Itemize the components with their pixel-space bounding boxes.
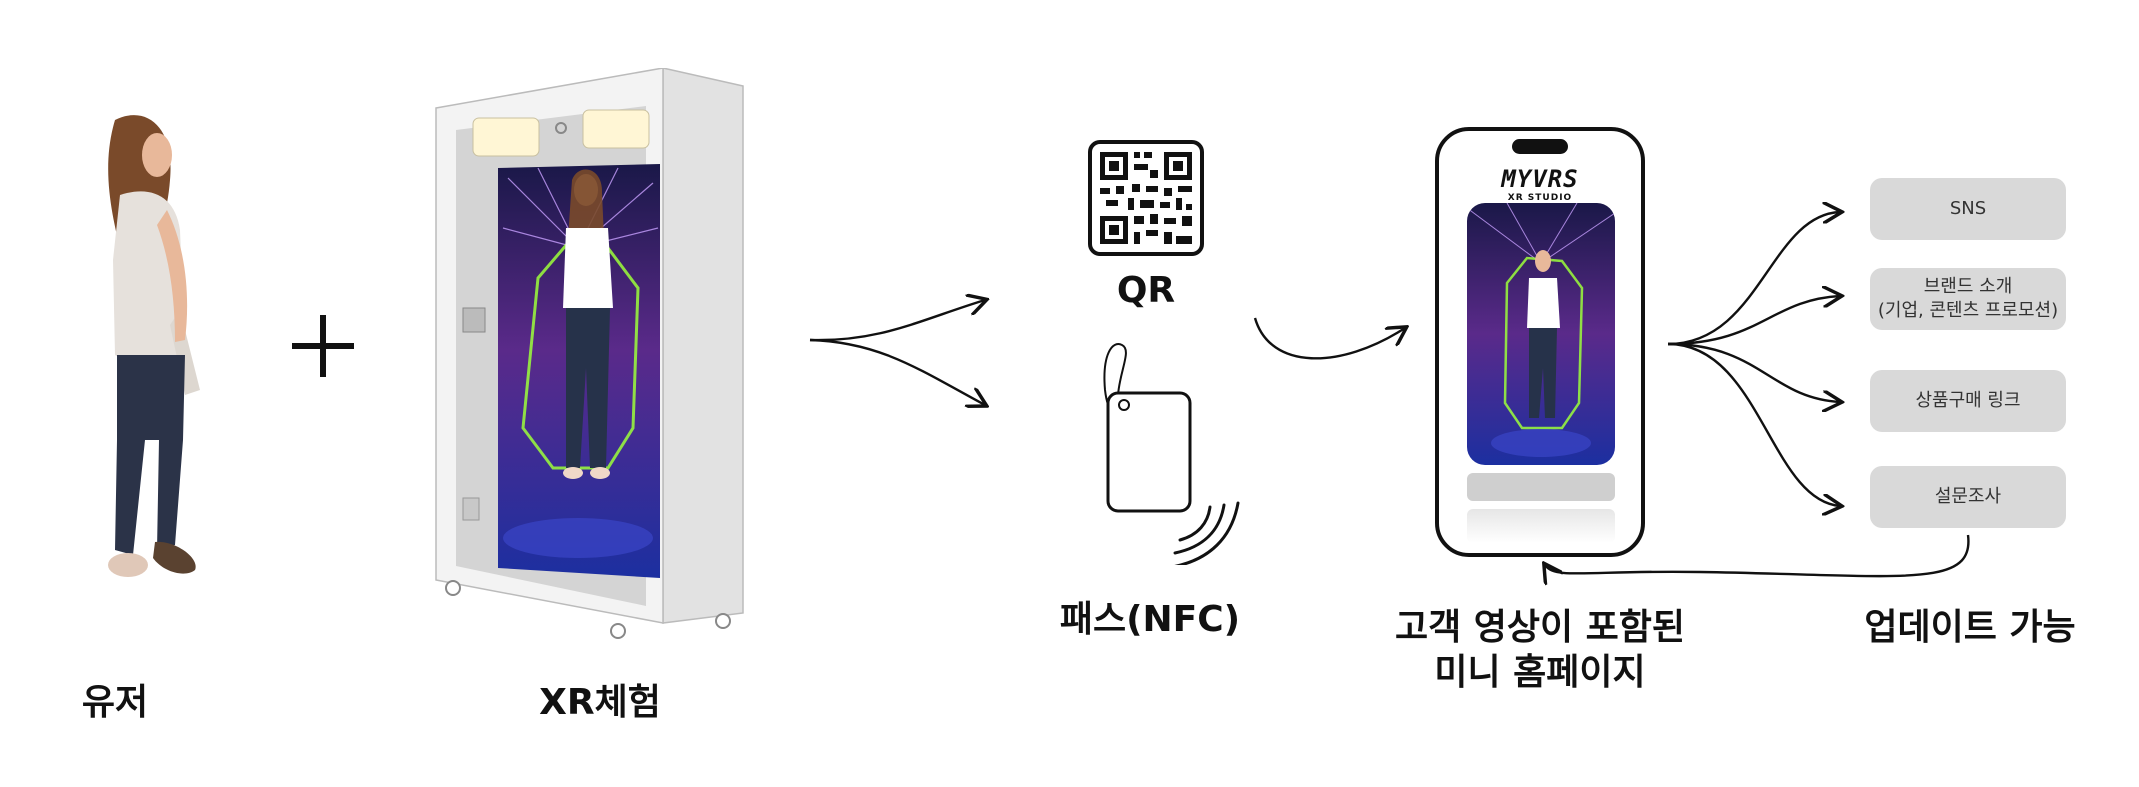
phone-brand: MYVRS xyxy=(1501,165,1579,193)
qr-code-icon xyxy=(1088,140,1204,256)
phone-notch xyxy=(1512,139,1568,154)
arrow-to-nfc xyxy=(809,338,985,405)
arrow-update-loop xyxy=(1545,534,1970,576)
arrow-to-brand xyxy=(1667,296,1840,346)
label-nfc: 패스(NFC) xyxy=(1059,599,1241,640)
phone-brand-sub: XR STUDIO xyxy=(1507,193,1573,203)
phone-video xyxy=(1467,203,1615,465)
label-xr: XR체험 xyxy=(539,682,661,723)
label-qr: QR xyxy=(1116,270,1176,311)
nfc-wave-icon xyxy=(1173,501,1240,565)
phone-placeholder-bar-faded xyxy=(1467,509,1615,543)
user-figure xyxy=(108,115,200,577)
option-brand: 브랜드 소개 (기업, 콘텐츠 프로모션) xyxy=(1870,268,2066,330)
arrow-to-phone xyxy=(1253,317,1405,360)
arrow-to-survey xyxy=(1667,342,1840,506)
arrow-to-purchase xyxy=(1667,342,1840,402)
label-update: 업데이트 가능 xyxy=(1864,607,2076,648)
arrow-to-sns xyxy=(1667,212,1840,346)
xr-booth xyxy=(435,68,744,639)
phone-placeholder-bar xyxy=(1467,473,1615,501)
option-sns: SNS xyxy=(1870,178,2066,240)
plus-icon xyxy=(292,315,354,377)
nfc-card-icon xyxy=(1103,343,1240,565)
phone-icon: MYVRS XR STUDIO xyxy=(1435,127,1645,557)
option-survey: 설문조사 xyxy=(1870,466,2066,528)
option-purchase: 상품구매 링크 xyxy=(1870,370,2066,432)
arrow-to-qr xyxy=(809,300,985,342)
label-user: 유저 xyxy=(81,682,149,723)
label-homepage: 고객 영상이 포함된 미니 홈페이지 xyxy=(1394,607,1686,693)
